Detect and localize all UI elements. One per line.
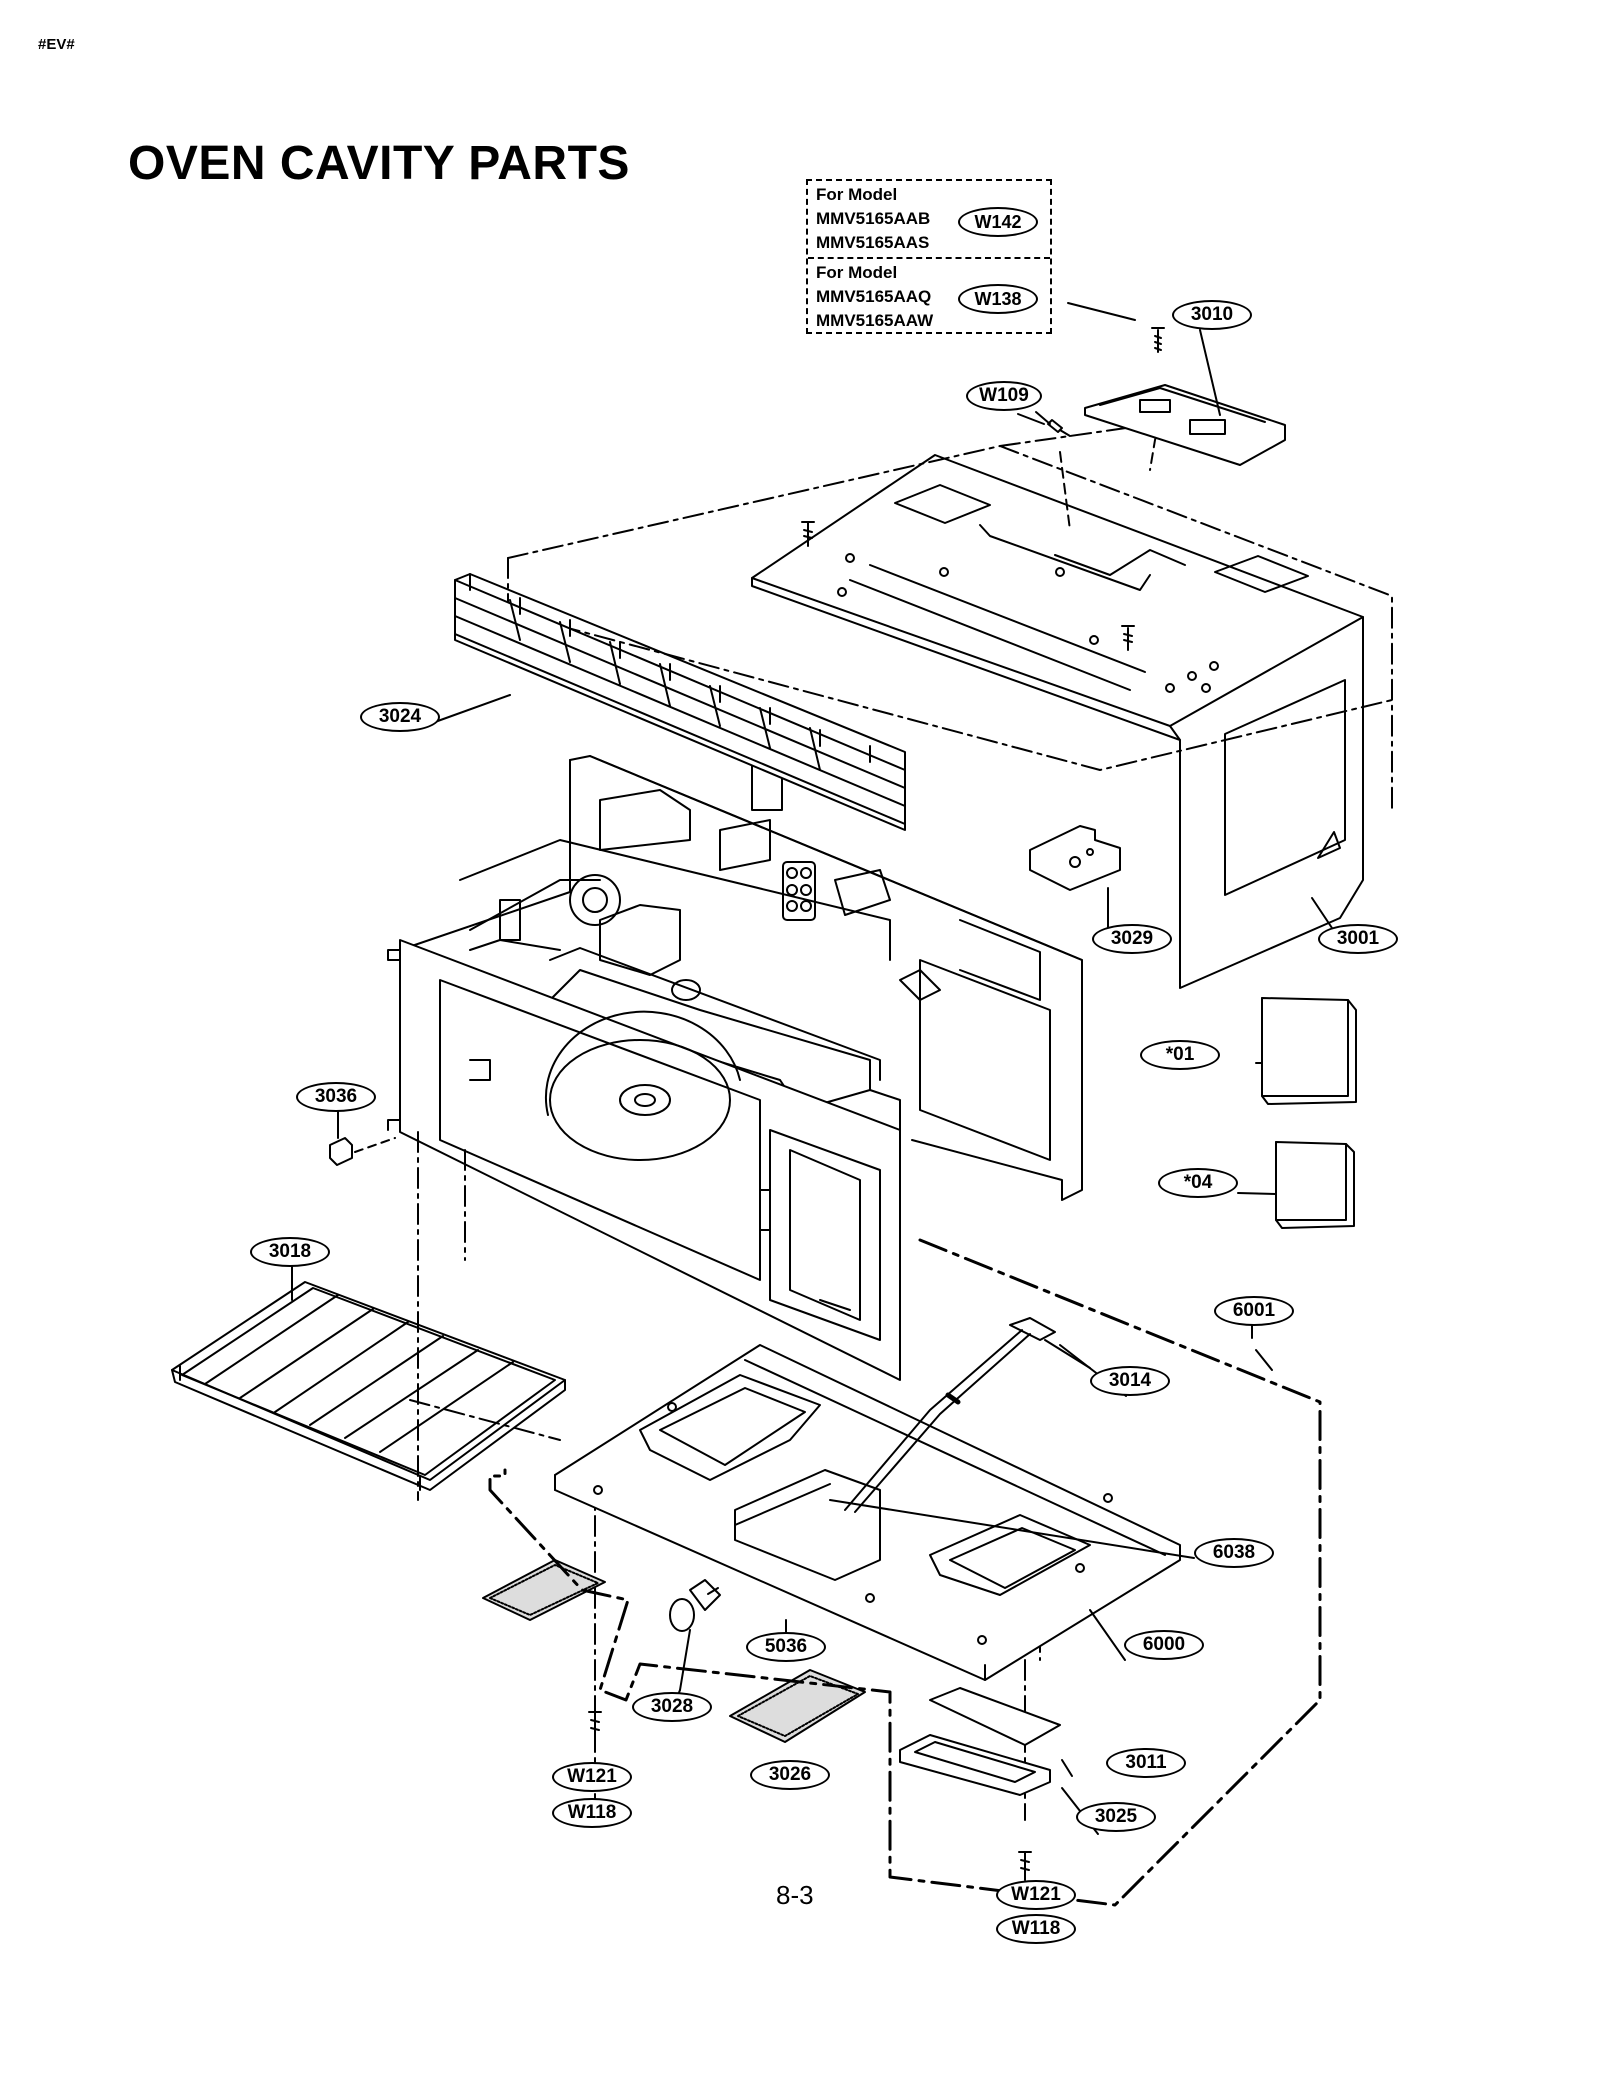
part-callout-5036: 5036 (746, 1632, 826, 1662)
part-callout-w138: W138 (958, 284, 1038, 314)
page-code: #EV# (38, 36, 75, 53)
model-box-divider (808, 257, 1050, 259)
front-frame-drawing (387, 939, 901, 1381)
part-callout-3010: 3010 (1172, 300, 1252, 330)
part-callout-w109: W109 (966, 381, 1042, 411)
model-number: MMV5165AAQ (816, 287, 932, 306)
grease-filter-right (729, 1669, 866, 1743)
model-number: MMV5165AAS (816, 233, 930, 252)
part-callout-3026: 3026 (750, 1760, 830, 1790)
outer-case-drawing (751, 454, 1364, 989)
page-number: 8-3 (776, 1880, 814, 1910)
vent-grille-drawing (454, 573, 906, 831)
part-callout-3028: 3028 (632, 1692, 712, 1722)
part-callout-04: *04 (1158, 1168, 1238, 1198)
part-callout-w118-right: W118 (996, 1914, 1076, 1944)
part-callout-3018: 3018 (250, 1237, 330, 1267)
manual-booklet-01 (1261, 997, 1357, 1105)
part-callout-3024: 3024 (360, 702, 440, 732)
part-callout-w118-left: W118 (552, 1798, 632, 1828)
model-group-w138: For Model MMV5165AAQ MMV5165AAW (816, 261, 933, 333)
grease-filter-left (482, 1559, 606, 1621)
model-number: MMV5165AAW (816, 311, 934, 330)
manual-booklet-04 (1275, 1141, 1355, 1229)
part-callout-w142: W142 (958, 207, 1038, 237)
part-callout-w121-left: W121 (552, 1762, 632, 1792)
part-callout-3001: 3001 (1318, 924, 1398, 954)
part-callout-6038: 6038 (1194, 1538, 1274, 1568)
part-callout-3025: 3025 (1076, 1802, 1156, 1832)
control-bracket-drawing (1084, 327, 1286, 466)
part-callout-3011: 3011 (1106, 1748, 1186, 1778)
oven-cavity-drawing (399, 755, 1083, 1201)
part-callout-6001: 6001 (1214, 1296, 1294, 1326)
oven-rack-drawing (171, 1281, 566, 1491)
part-callout-3014: 3014 (1090, 1366, 1170, 1396)
part-callout-3036: 3036 (296, 1082, 376, 1112)
model-number: MMV5165AAB (816, 209, 931, 228)
part-callout-w121-right: W121 (996, 1880, 1076, 1910)
part-callout-6000: 6000 (1124, 1630, 1204, 1660)
model-group-label: For Model (816, 263, 898, 282)
model-group-label: For Model (816, 185, 898, 204)
part-callout-01: *01 (1140, 1040, 1220, 1070)
page-title: OVEN CAVITY PARTS (128, 137, 630, 190)
model-group-w142: For Model MMV5165AAB MMV5165AAS (816, 183, 930, 255)
model-applicability-box: For Model MMV5165AAB MMV5165AAS W142 For… (806, 179, 1052, 334)
part-callout-3029: 3029 (1092, 924, 1172, 954)
bottom-plate-drawing (554, 1344, 1181, 1681)
